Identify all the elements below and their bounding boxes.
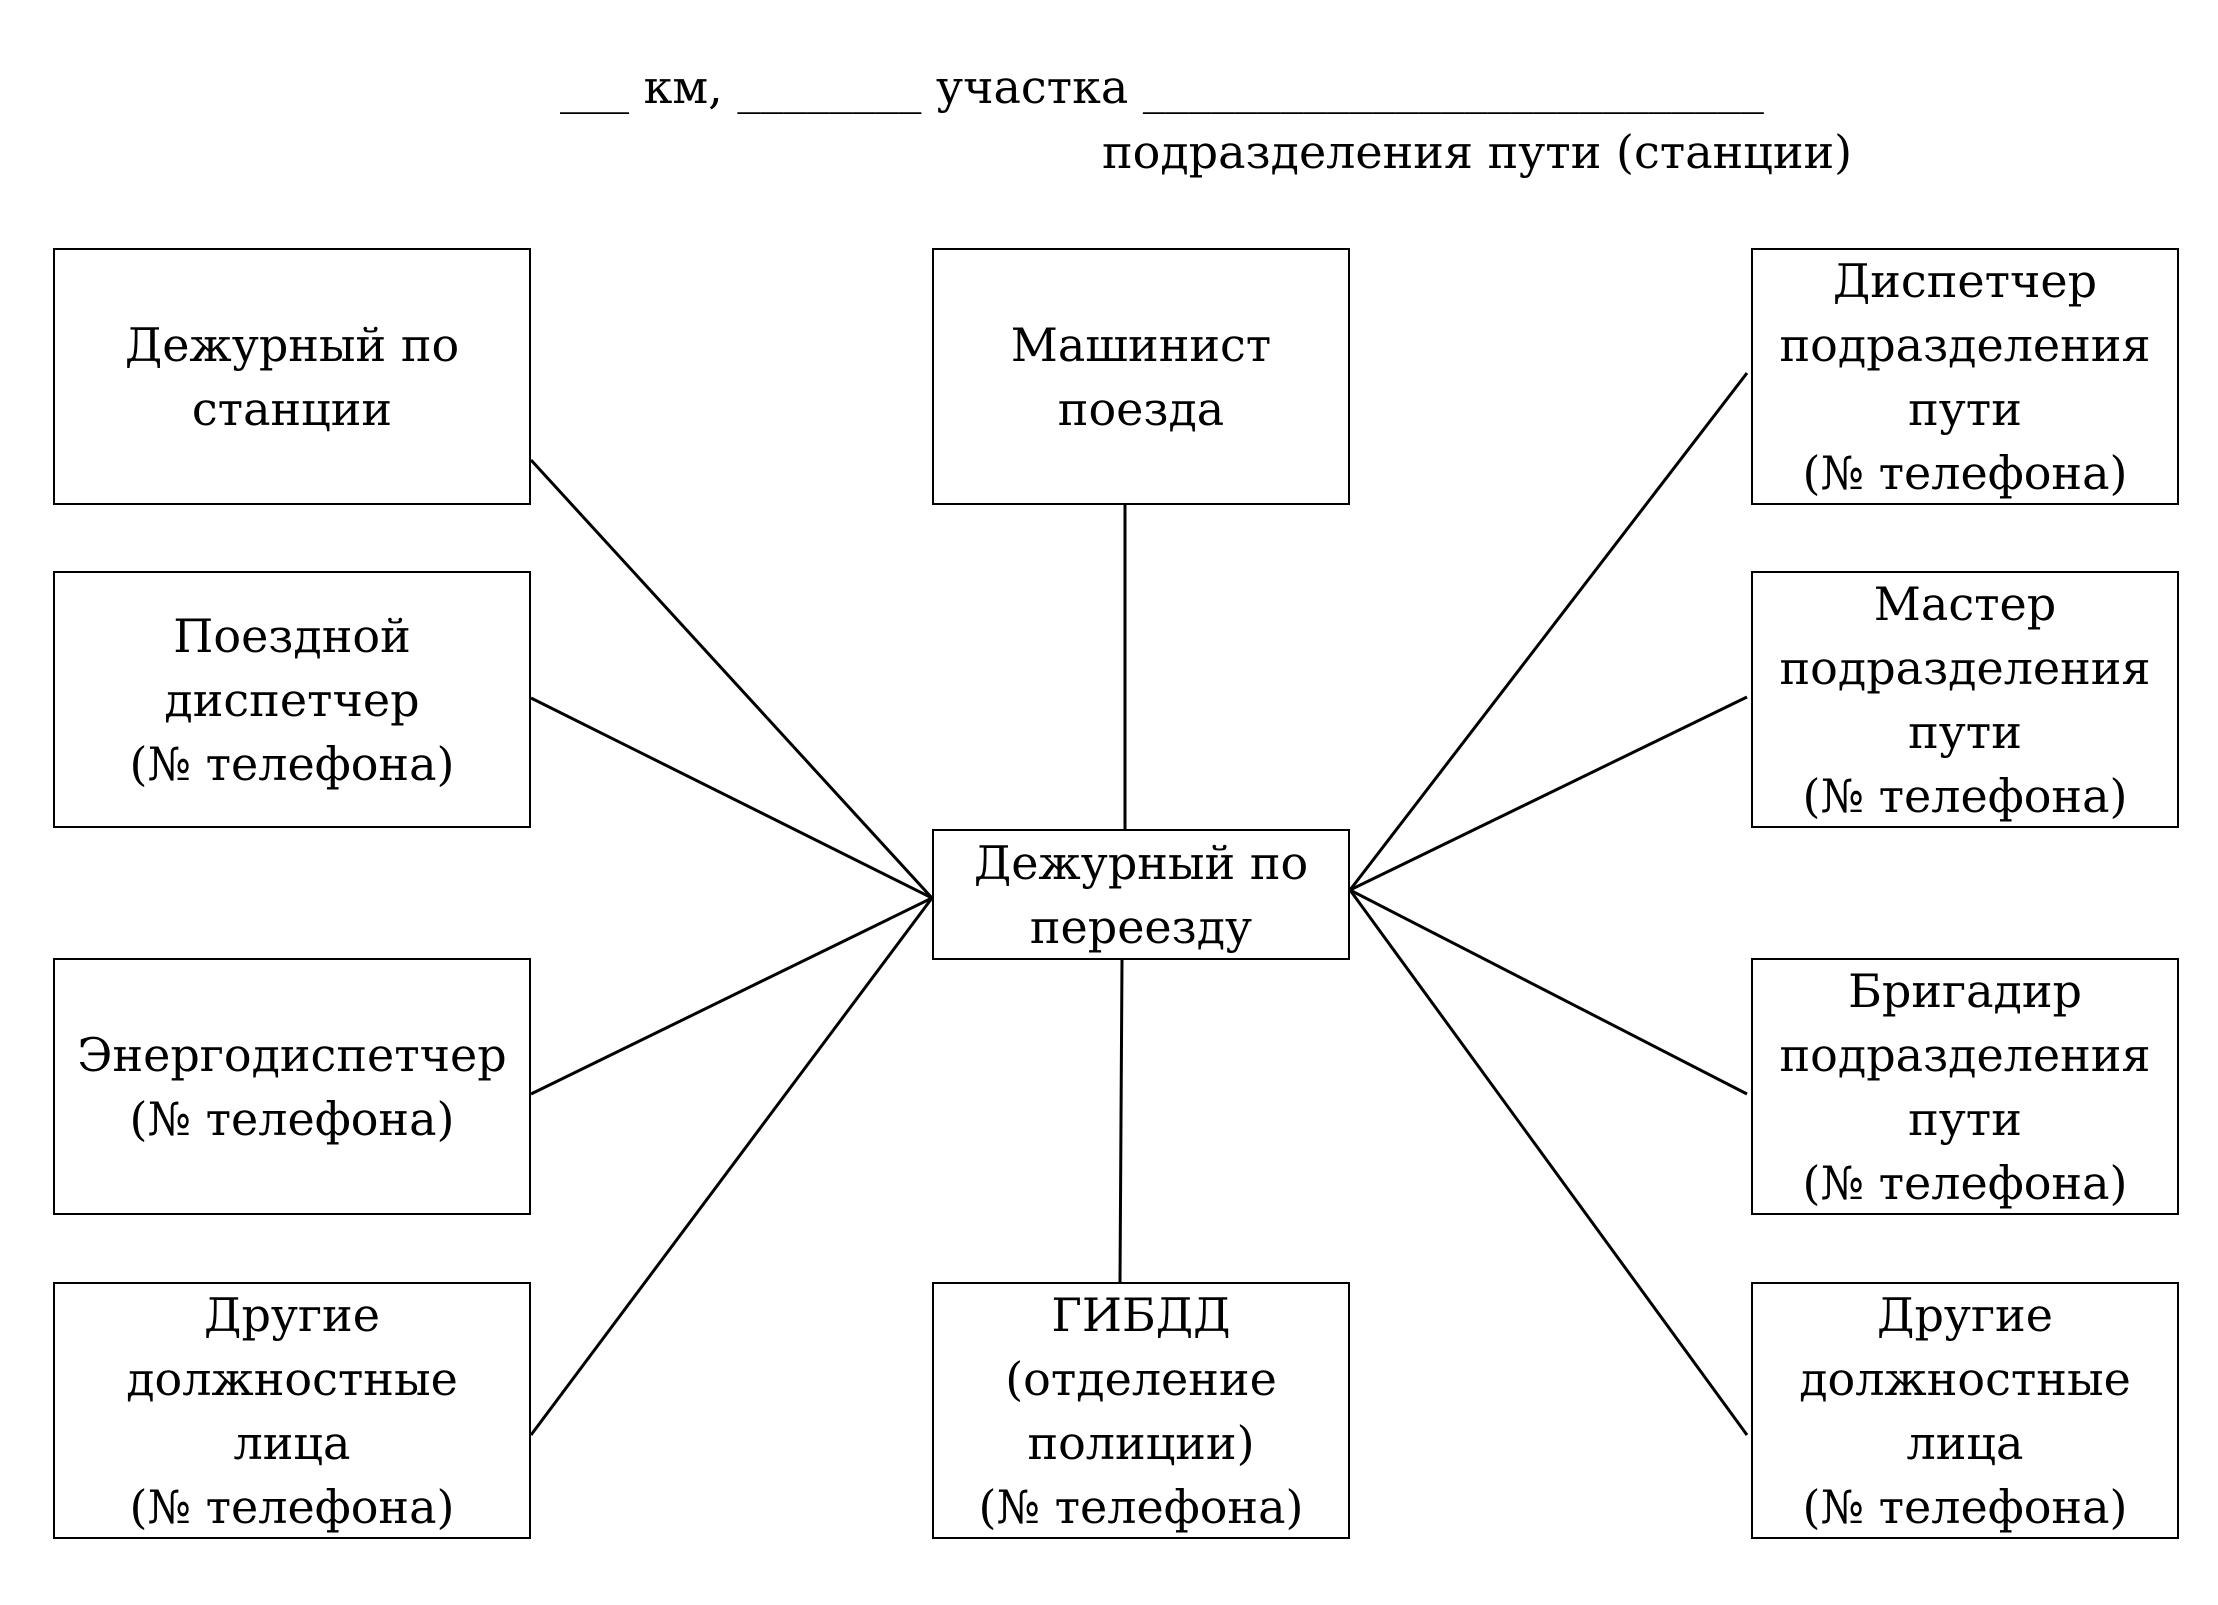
node-label-line: Машинист (1010, 317, 1272, 372)
node-label-line: (№ телефона) (129, 1479, 455, 1534)
node-label-line: переезду (1029, 899, 1253, 954)
node-label-line: Бригадир (1848, 963, 2082, 1018)
connector-energy-dispatcher (530, 896, 933, 1096)
node-label-line: пути (1908, 704, 2022, 759)
connector-train-dispatcher (530, 696, 933, 900)
connector-other-left (529, 897, 934, 1436)
heading-line-2: подразделения пути (станции) (1102, 125, 1853, 179)
node-label-line: Другие (1877, 1287, 2053, 1342)
node-label-line: подразделения (1779, 317, 2151, 372)
node-label-line: ГИБДД (1051, 1287, 1231, 1342)
node-label-line: полиции) (1027, 1415, 1255, 1470)
connector-track-foreman (1349, 888, 1748, 1096)
node-other-officials-left: Другие должностные лица (№ телефона) (53, 1282, 531, 1539)
node-label-line: станции (191, 381, 393, 436)
connector-station-duty (529, 458, 934, 900)
node-train-driver: Машинист поезда (932, 248, 1350, 505)
node-label-line: Другие (204, 1287, 380, 1342)
node-label-line: пути (1908, 1091, 2022, 1146)
node-train-dispatcher: Поездной диспетчер (№ телефона) (53, 571, 531, 828)
connector-traffic-police (1118, 959, 1124, 1283)
node-label-line: (№ телефона) (1802, 1479, 2128, 1534)
node-label-line: Дежурный по (973, 835, 1309, 890)
node-label-line: должностные (1799, 1351, 2131, 1406)
node-label-line: Поездной (173, 608, 411, 663)
node-label-line: Дежурный по (124, 317, 460, 372)
node-label-line: Диспетчер (1832, 253, 2098, 308)
node-track-dispatcher: Диспетчер подразделения пути (№ телефона… (1751, 248, 2179, 505)
node-label-line: (№ телефона) (1802, 1155, 2128, 1210)
node-label-line: подразделения (1779, 640, 2151, 695)
node-label-line: (№ телефона) (129, 736, 455, 791)
node-label-line: лица (1906, 1415, 2024, 1470)
node-station-duty: Дежурный по станции (53, 248, 531, 505)
node-track-foreman: Бригадир подразделения пути (№ телефона) (1751, 958, 2179, 1215)
node-label-line: (№ телефона) (1802, 445, 2128, 500)
node-label-line: (№ телефона) (129, 1091, 455, 1146)
node-traffic-police: ГИБДД (отделение полиции) (№ телефона) (932, 1282, 1350, 1539)
connector-other-right (1348, 889, 1749, 1436)
node-label-line: поезда (1057, 381, 1225, 436)
node-label-line: подразделения (1779, 1027, 2151, 1082)
node-label-line: лица (233, 1415, 351, 1470)
connector-track-master (1349, 695, 1748, 892)
node-crossing-duty: Дежурный по переезду (932, 829, 1350, 960)
node-track-master: Мастер подразделения пути (№ телефона) (1751, 571, 2179, 828)
node-other-officials-right: Другие должностные лица (№ телефона) (1751, 1282, 2179, 1539)
node-label-line: (№ телефона) (978, 1479, 1304, 1534)
node-label-line: должностные (126, 1351, 458, 1406)
node-label-line: пути (1908, 381, 2022, 436)
connector-track-dispatcher (1348, 372, 1749, 891)
node-label-line: диспетчер (164, 672, 420, 727)
node-label-line: Мастер (1873, 576, 2057, 631)
node-label-line: (отделение (1005, 1351, 1277, 1406)
node-label-line: (№ телефона) (1802, 768, 2128, 823)
node-label-line: Энергодиспетчер (77, 1027, 507, 1082)
heading-line-1: ___ км, ________ участка _______________… (560, 60, 1764, 114)
node-energy-dispatcher: Энергодиспетчер (№ телефона) (53, 958, 531, 1215)
